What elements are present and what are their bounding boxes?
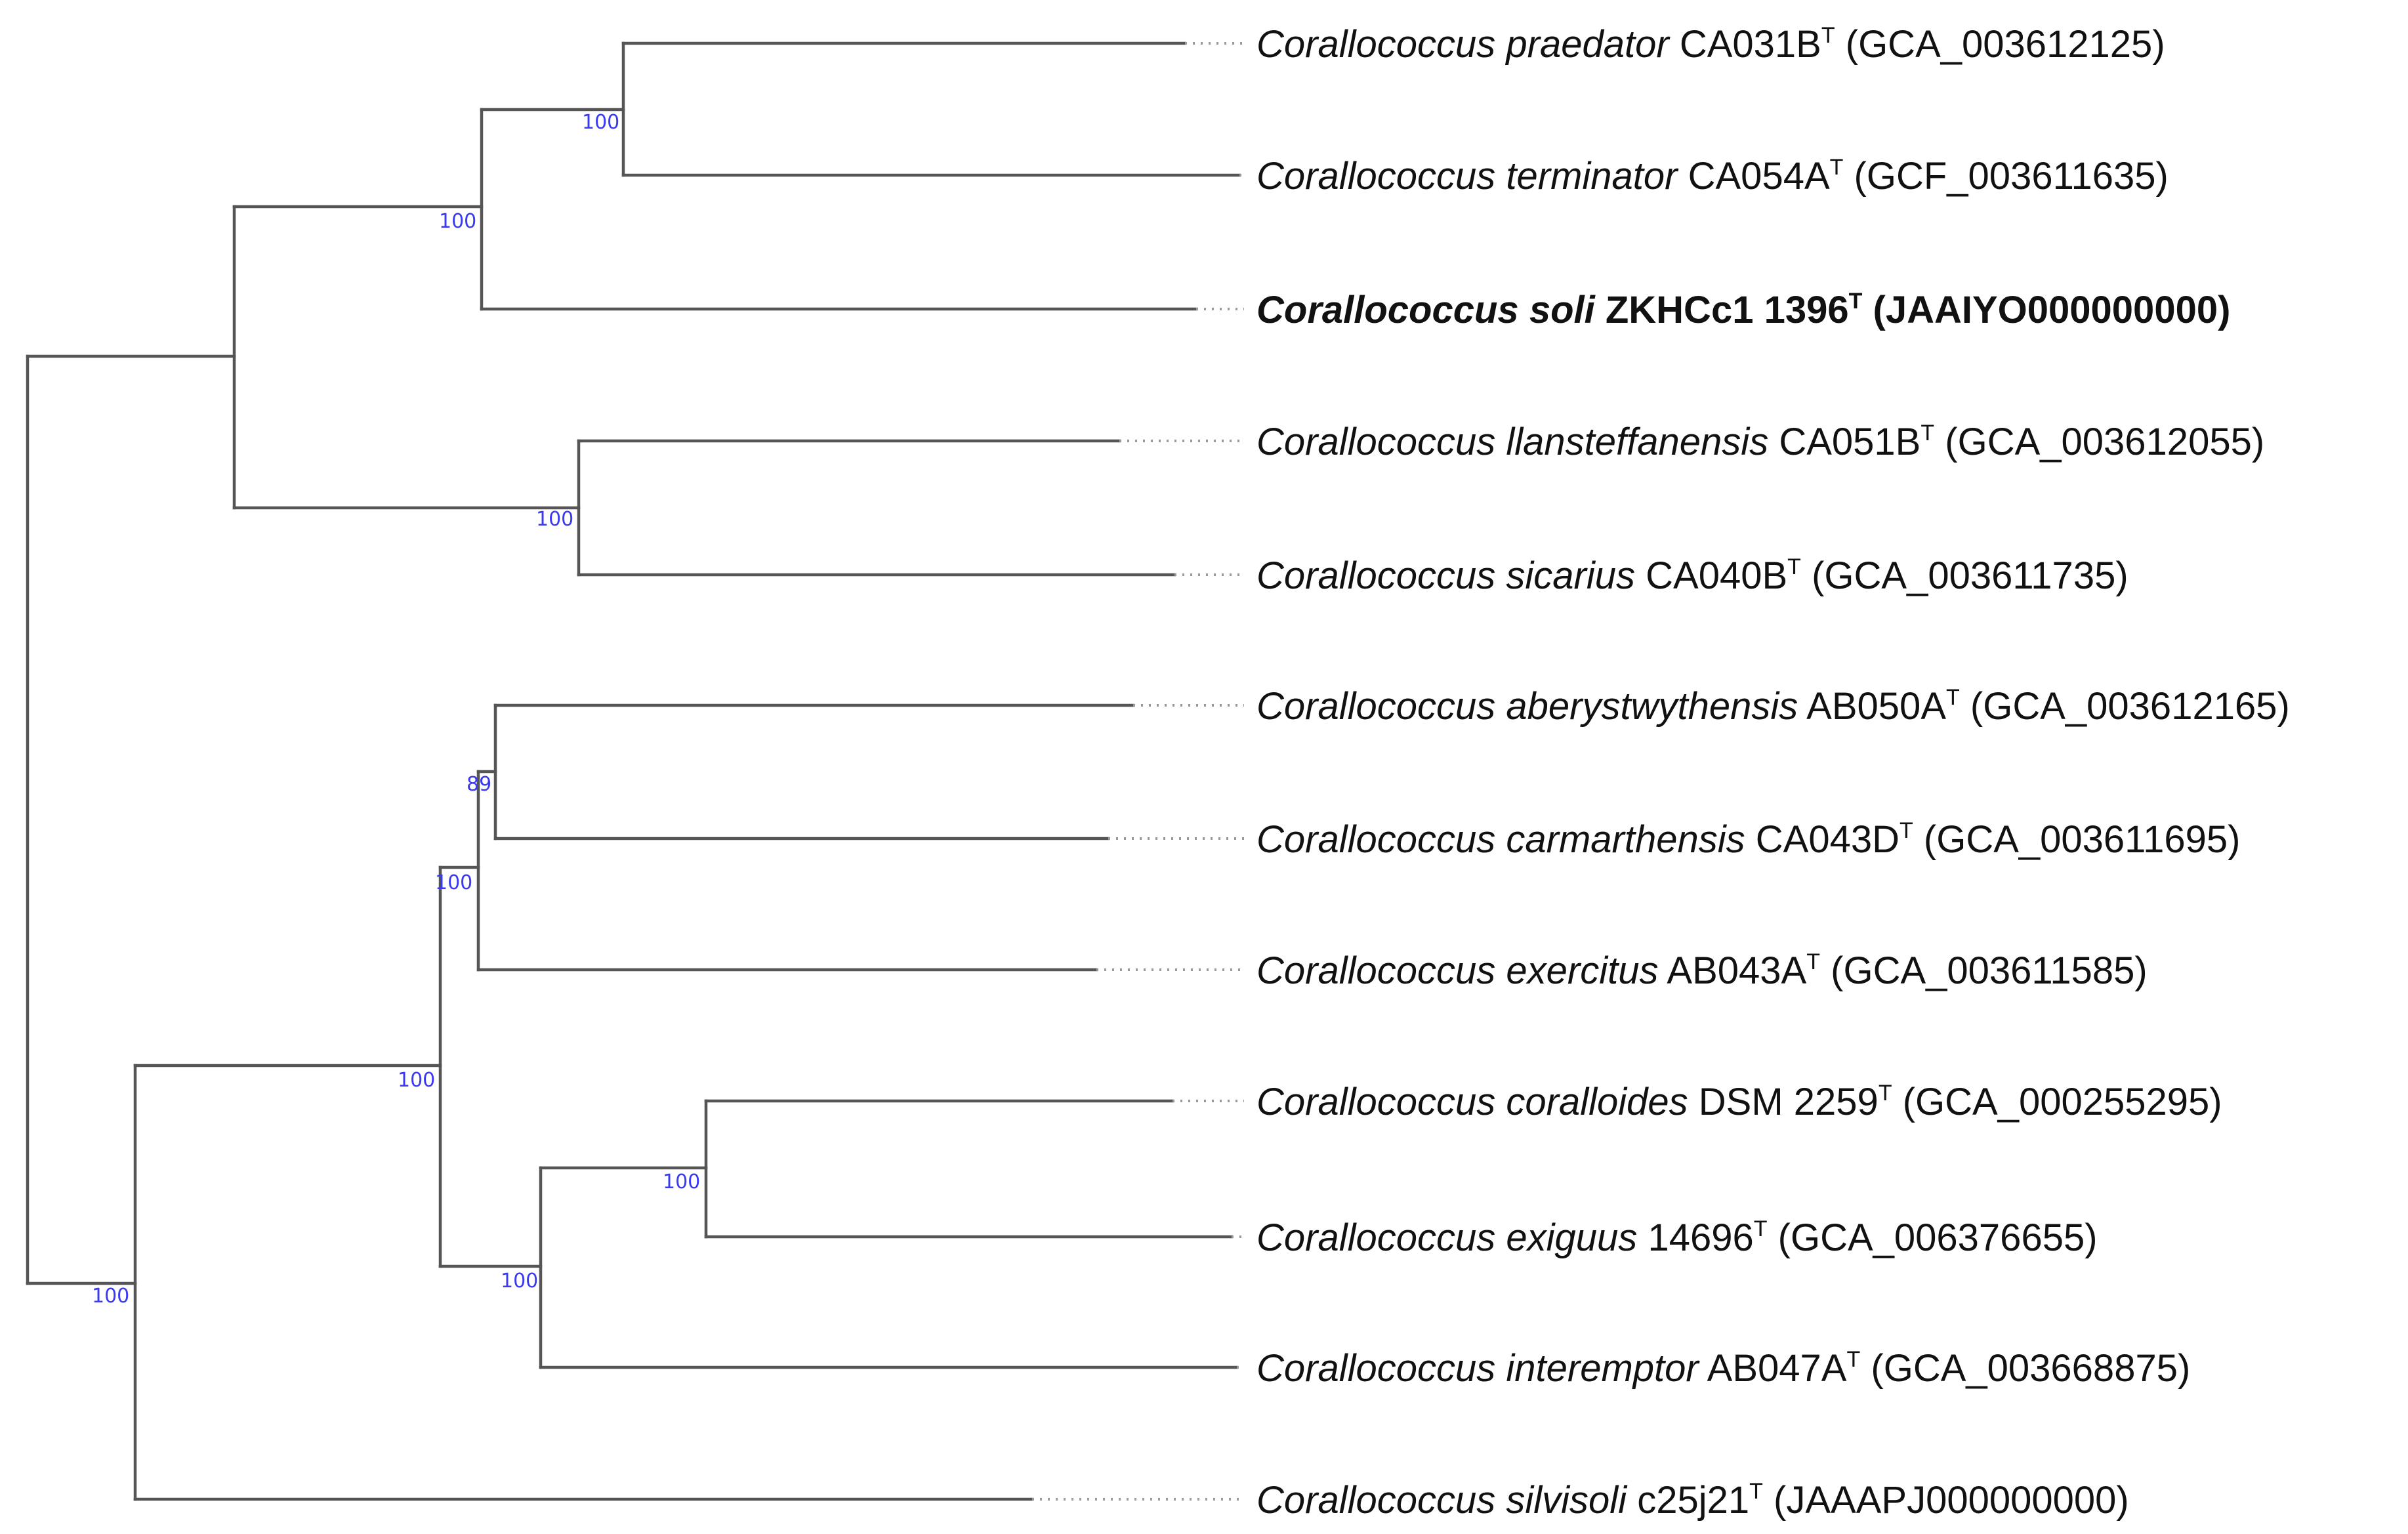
bootstrap-value: 100 — [536, 508, 573, 531]
taxon-label-highlighted: Corallococcus soli ZKHCc1 1396T (JAAIYO0… — [1256, 289, 2230, 331]
bootstrap-value: 100 — [663, 1171, 700, 1193]
taxon-label: Corallococcus coralloides DSM 2259T (GCA… — [1256, 1081, 2222, 1123]
bootstrap-value: 100 — [501, 1270, 538, 1293]
taxon-label: Corallococcus aberystwythensis AB050AT (… — [1256, 685, 2290, 728]
taxon-label: Corallococcus terminator CA054AT (GCF_00… — [1256, 155, 2169, 197]
taxon-label: Corallococcus silvisoli c25j21T (JAAAPJ0… — [1256, 1479, 2129, 1522]
label-leaders — [1032, 42, 1244, 1501]
bootstrap-value: 100 — [439, 210, 476, 233]
bootstrap-values: 100 100 100 100 100 100 100 100 89 — [92, 111, 700, 1308]
taxon-label: Corallococcus exercitus AB043AT (GCA_003… — [1256, 949, 2148, 992]
taxon-label: Corallococcus praedator CA031BT (GCA_003… — [1256, 23, 2165, 66]
bootstrap-value: 100 — [582, 111, 619, 134]
tree-branches — [26, 41, 1241, 1501]
bootstrap-value: 89 — [467, 773, 491, 796]
bootstrap-value: 100 — [435, 871, 472, 894]
bootstrap-value: 100 — [92, 1285, 129, 1308]
bootstrap-value: 100 — [398, 1069, 435, 1092]
taxon-labels: Corallococcus praedator CA031BT (GCA_003… — [1256, 23, 2290, 1522]
taxon-label: Corallococcus carmarthensis CA043DT (GCA… — [1256, 818, 2240, 861]
taxon-label: Corallococcus exiguus 14696T (GCA_006376… — [1256, 1216, 2098, 1259]
taxon-label: Corallococcus interemptor AB047AT (GCA_0… — [1256, 1347, 2190, 1390]
taxon-label: Corallococcus sicarius CA040BT (GCA_0036… — [1256, 554, 2128, 597]
taxon-label: Corallococcus llansteffanensis CA051BT (… — [1256, 421, 2264, 463]
